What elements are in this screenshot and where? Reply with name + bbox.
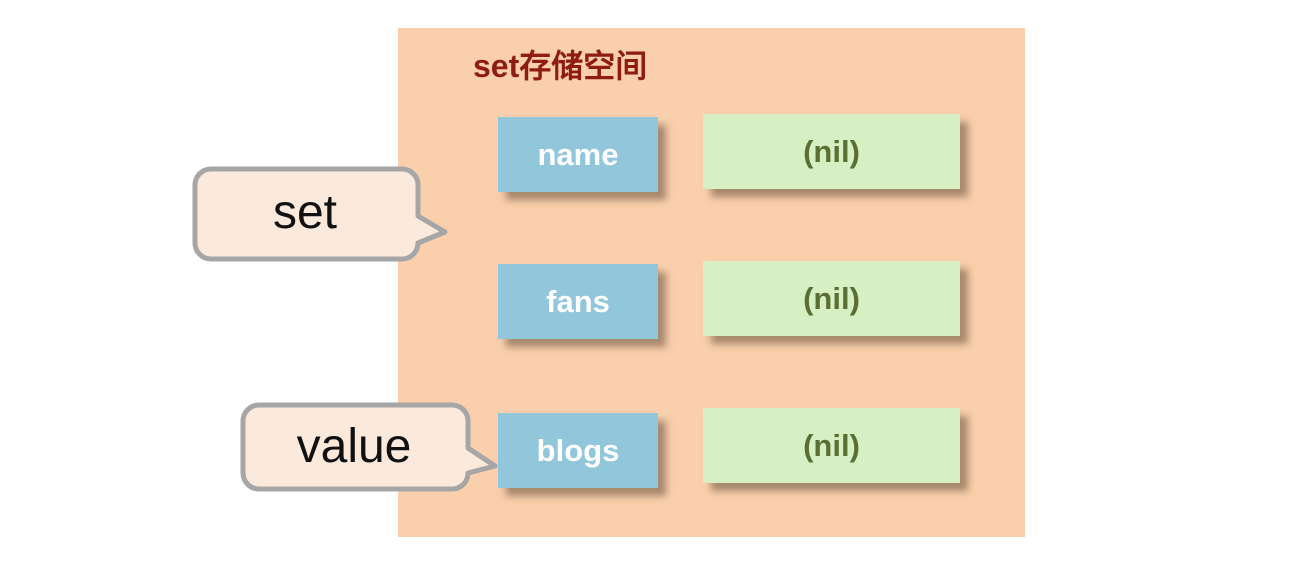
key-box-name: name bbox=[498, 117, 658, 192]
set-callout-shape bbox=[192, 166, 448, 262]
value-label: (nil) bbox=[803, 133, 860, 169]
key-label: blogs bbox=[536, 432, 620, 468]
value-label: (nil) bbox=[803, 427, 860, 463]
key-label: name bbox=[537, 136, 619, 172]
value-callout-bubble bbox=[240, 402, 498, 492]
panel-title-prefix: set bbox=[473, 48, 520, 84]
value-box-blogs: (nil) bbox=[703, 408, 960, 483]
value-box-name: (nil) bbox=[703, 114, 960, 189]
value-callout-shape bbox=[240, 402, 498, 492]
panel-title: set存储空间 bbox=[473, 46, 647, 86]
panel-title-suffix: 存储空间 bbox=[519, 48, 648, 84]
set-callout-label: set bbox=[272, 186, 338, 239]
set-callout-label-wrap: set bbox=[192, 168, 418, 257]
value-callout-label: value bbox=[296, 420, 412, 473]
value-label: (nil) bbox=[803, 280, 860, 316]
key-box-blogs: blogs bbox=[498, 413, 658, 488]
value-callout-label-wrap: value bbox=[240, 404, 468, 489]
set-callout-bubble bbox=[192, 166, 448, 262]
value-box-fans: (nil) bbox=[703, 261, 960, 336]
key-box-fans: fans bbox=[498, 264, 658, 339]
key-label: fans bbox=[546, 283, 610, 319]
